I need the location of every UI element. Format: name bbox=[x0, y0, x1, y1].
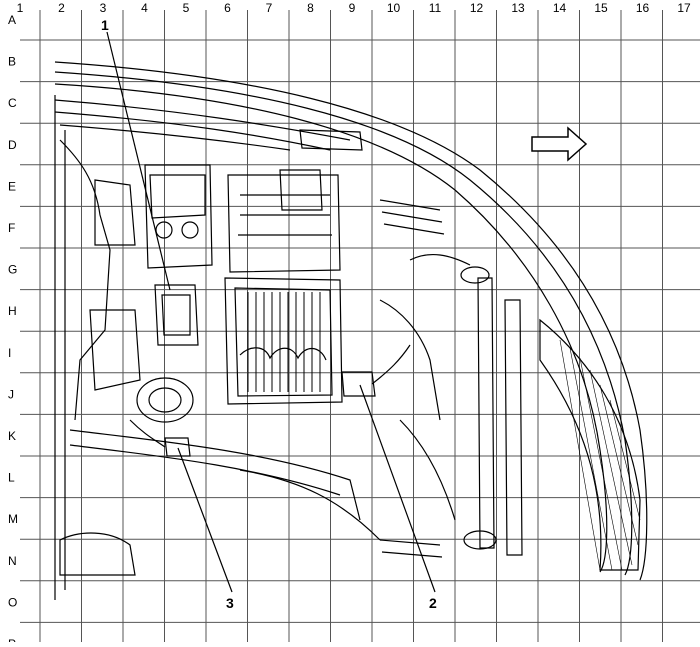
left-bracket-2 bbox=[89, 309, 141, 391]
lower-mount bbox=[463, 530, 497, 550]
strut-tower-inner bbox=[148, 387, 182, 413]
row-labels: A B C D E F G H I J K L M N O P bbox=[8, 13, 18, 647]
upper-mount bbox=[460, 266, 490, 284]
fender-curve-outer bbox=[54, 61, 648, 581]
hose-3 bbox=[399, 419, 456, 521]
hose-1 bbox=[409, 254, 471, 266]
cowl-line-3 bbox=[59, 124, 291, 151]
column-label: 8 bbox=[307, 1, 314, 15]
battery-top bbox=[227, 174, 341, 273]
row-label: M bbox=[8, 512, 18, 526]
fuse-knob-right bbox=[181, 221, 199, 239]
callout-1-leader bbox=[106, 31, 171, 291]
row-label: I bbox=[8, 346, 11, 360]
row-label: O bbox=[8, 595, 17, 609]
frame-rail-2 bbox=[69, 444, 341, 496]
row-label: J bbox=[8, 387, 14, 401]
row-label: B bbox=[8, 55, 16, 69]
row-label: C bbox=[8, 96, 17, 110]
control-module-inner bbox=[234, 287, 333, 397]
column-label: 13 bbox=[511, 1, 525, 15]
fuse-box bbox=[144, 164, 213, 269]
direction-arrow-icon bbox=[531, 126, 588, 162]
callout-leaders bbox=[106, 31, 436, 593]
row-label: D bbox=[8, 138, 17, 152]
callout-3-leader bbox=[177, 447, 233, 593]
column-label: 11 bbox=[429, 1, 442, 15]
radiator-post-left bbox=[477, 277, 495, 549]
control-module bbox=[224, 277, 343, 405]
column-label: 15 bbox=[594, 1, 608, 15]
callout-2-number: 2 bbox=[429, 595, 437, 611]
fuse-box-lid bbox=[149, 174, 206, 219]
left-bracket bbox=[94, 179, 136, 246]
fender-curve-inner bbox=[54, 83, 608, 573]
air-intake bbox=[299, 129, 363, 151]
row-label: N bbox=[8, 554, 17, 568]
module-connectors bbox=[239, 347, 327, 361]
fuse-box-connector bbox=[154, 284, 199, 346]
harness-connector-2 bbox=[341, 371, 376, 397]
cowl-line-1 bbox=[54, 99, 351, 141]
callout-3-number: 3 bbox=[226, 595, 234, 611]
connector-3 bbox=[164, 437, 191, 457]
fuse-box-connector-detail bbox=[161, 294, 191, 336]
row-label: P bbox=[8, 637, 16, 642]
left-wheelwell bbox=[59, 532, 136, 576]
row-label: L bbox=[8, 471, 15, 485]
column-label: 17 bbox=[677, 1, 691, 15]
module-fins bbox=[247, 292, 321, 392]
row-label: K bbox=[8, 429, 16, 443]
frame-rail bbox=[69, 429, 361, 521]
column-label: 9 bbox=[349, 1, 356, 15]
column-label: 10 bbox=[387, 1, 401, 15]
column-label: 12 bbox=[470, 1, 484, 15]
grid-lines bbox=[20, 10, 700, 642]
column-label: 3 bbox=[100, 1, 107, 15]
column-label: 2 bbox=[58, 1, 65, 15]
row-label: E bbox=[8, 179, 16, 193]
column-label: 6 bbox=[224, 1, 231, 15]
row-label: F bbox=[8, 221, 15, 235]
callout-2-leader bbox=[359, 384, 436, 593]
column-label: 14 bbox=[553, 1, 567, 15]
callout-1-number: 1 bbox=[101, 17, 109, 33]
strut-tower bbox=[136, 377, 194, 423]
battery-clamp bbox=[279, 169, 323, 211]
column-label: 4 bbox=[141, 1, 148, 15]
column-label: 7 bbox=[266, 1, 273, 15]
engine-line-art bbox=[54, 61, 648, 600]
harness-wire bbox=[371, 344, 411, 385]
fuse-knob-left bbox=[155, 221, 173, 239]
side-vent bbox=[379, 199, 445, 235]
lower-panel bbox=[239, 469, 381, 541]
column-label: 1 bbox=[17, 1, 24, 15]
battery-handle bbox=[238, 194, 332, 236]
column-label: 16 bbox=[636, 1, 650, 15]
row-label: A bbox=[8, 13, 16, 27]
grille-hatch bbox=[559, 339, 641, 571]
left-strut bbox=[59, 139, 111, 421]
hose-2 bbox=[379, 299, 441, 421]
connector-3-wire bbox=[129, 419, 166, 448]
cowl-line-2 bbox=[54, 111, 331, 151]
row-label: H bbox=[8, 304, 17, 318]
left-panel bbox=[54, 95, 66, 600]
row-label: G bbox=[8, 263, 17, 277]
radiator-post-right bbox=[504, 299, 523, 556]
lower-vent bbox=[379, 539, 443, 558]
fender-curve-mid bbox=[54, 71, 633, 576]
column-label: 5 bbox=[183, 1, 190, 15]
